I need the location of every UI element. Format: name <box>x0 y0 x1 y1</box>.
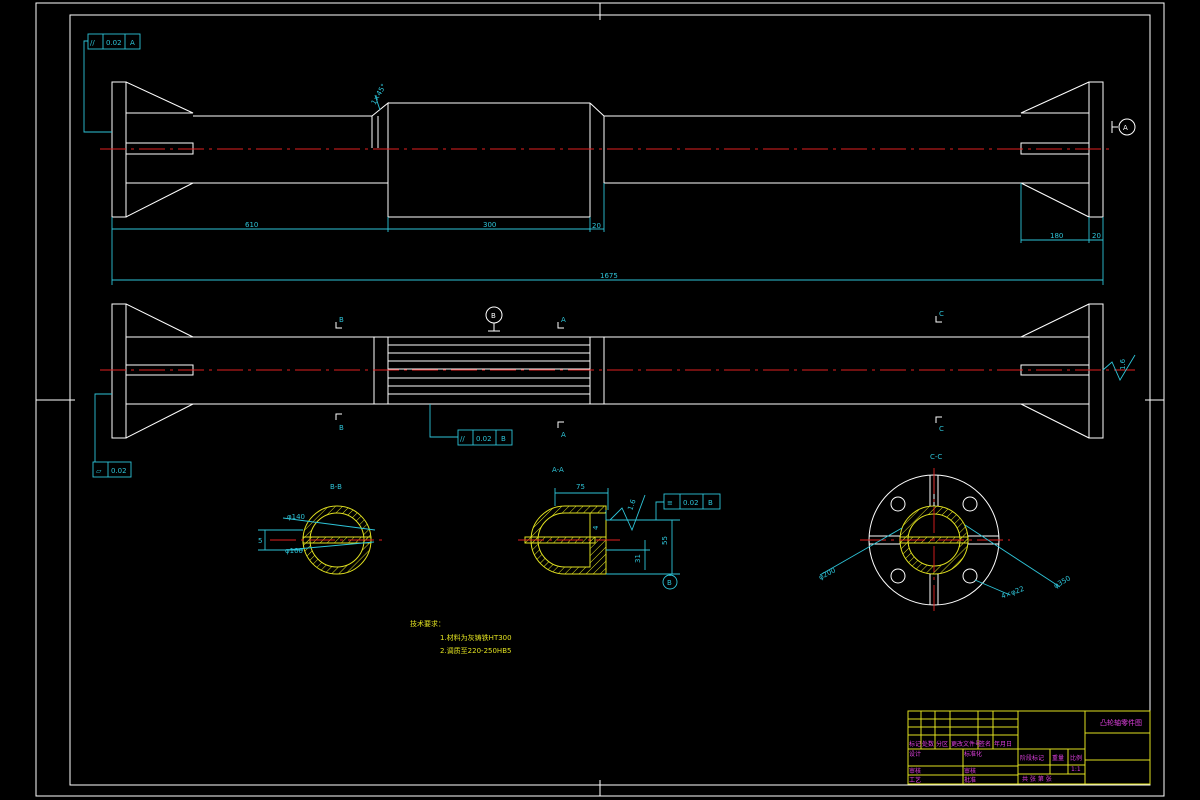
notes-line-2: 2.调质至220-250HB5 <box>440 646 511 655</box>
dim-31: 31 <box>634 554 642 563</box>
roughness-aa-value: 1.6 <box>626 498 638 512</box>
tolerance-datum-4: B <box>708 499 713 507</box>
section-b-bottom-label: B <box>339 424 344 432</box>
dim-phi200: φ200 <box>817 566 837 582</box>
datum-b-label-aa: B <box>667 579 672 587</box>
title-block-scale: 比例 <box>1070 754 1082 762</box>
roughness-right-value: 1.6 <box>1119 358 1127 370</box>
datum-b-label: B <box>491 312 496 320</box>
notes-title: 技术要求： <box>410 619 445 628</box>
dim-5: 5 <box>258 537 262 545</box>
dim-300: 300 <box>483 221 496 229</box>
title-block-zone: 分区 <box>936 740 948 748</box>
dim-20-left: 20 <box>592 222 601 230</box>
tolerance-datum-1: A <box>130 39 135 47</box>
dim-phi350: φ350 <box>1052 574 1072 590</box>
dim-holes: 4×φ22 <box>1000 585 1025 601</box>
datum-b-symbol-aa <box>662 574 678 590</box>
section-cc-view <box>819 468 1061 612</box>
title-block-change-doc: 更改文件号 <box>951 740 981 748</box>
datum-a-label: A <box>1123 124 1128 132</box>
tolerance-value-1: 0.02 <box>106 39 122 47</box>
title-block-scale-value: 1:1 <box>1071 766 1081 773</box>
title-block-check-left: 审核 <box>909 767 921 775</box>
dim-610: 610 <box>245 221 258 229</box>
dim-chamfer: 1×45° <box>370 83 388 107</box>
dim-1675: 1675 <box>600 272 618 280</box>
tolerance-datum-2: B <box>501 435 506 443</box>
shaft-front-view <box>100 81 1110 218</box>
section-c-top-label: C <box>939 310 944 318</box>
title-block-mark: 标记 <box>909 740 921 748</box>
dim-20-right: 20 <box>1092 232 1101 240</box>
dim-phi140: φ140 <box>287 513 305 521</box>
dim-75: 75 <box>576 483 585 491</box>
datum-a-symbol <box>1111 118 1136 136</box>
title-block-approve: 批准 <box>964 776 976 784</box>
section-a-top-label: A <box>561 316 566 324</box>
section-bb-view <box>258 505 385 575</box>
title-block-date: 年月日 <box>994 740 1012 748</box>
title-block-stage: 阶段标记 <box>1020 754 1044 762</box>
tolerance-symbol-4: ≡ <box>667 499 673 507</box>
sheet-border <box>35 2 1165 797</box>
shaft-top-view <box>100 303 1135 439</box>
title-block-standard: 标准化 <box>964 750 982 758</box>
section-cc-title: C-C <box>930 453 942 461</box>
tolerance-value-3: 0.02 <box>111 467 127 475</box>
section-markers <box>335 316 942 428</box>
title-block-sheets: 共 张 第 张 <box>1022 775 1052 783</box>
dim-4: 4 <box>592 525 600 530</box>
section-b-top-label: B <box>339 316 344 324</box>
title-block-check: 审核 <box>964 767 976 775</box>
tolerance-frame-symmetry <box>655 493 721 520</box>
title-block-process: 工艺 <box>909 776 921 784</box>
title-block-signature: 签名 <box>979 740 991 748</box>
tolerance-value-4: 0.02 <box>683 499 699 507</box>
title-block <box>907 710 1151 785</box>
dim-55: 55 <box>661 536 669 545</box>
title-block-weight: 重量 <box>1052 754 1064 762</box>
front-view-dimensions <box>111 94 1104 285</box>
tolerance-frame-parallel-b <box>429 404 513 446</box>
dim-phi100: φ100 <box>285 547 303 555</box>
tolerance-symbol-2: // <box>460 435 465 443</box>
section-a-bottom-label: A <box>561 431 566 439</box>
section-aa-title: A-A <box>552 466 564 474</box>
roughness-symbol-right <box>1102 354 1136 381</box>
section-aa-view <box>518 488 680 575</box>
title-block-part-name: 凸轮轴零件图 <box>1100 718 1142 727</box>
title-block-count: 处数 <box>922 740 934 748</box>
section-bb-title: B-B <box>330 483 342 491</box>
tolerance-value-2: 0.02 <box>476 435 492 443</box>
tolerance-symbol-3: ▱ <box>96 467 102 475</box>
notes-line-1: 1.材料为灰铸铁HT300 <box>440 633 512 642</box>
tolerance-frame-flatness <box>92 393 132 478</box>
tolerance-frame-parallel-a <box>83 33 141 133</box>
datum-b-symbol <box>485 306 503 332</box>
tolerance-symbol-1: // <box>90 39 95 47</box>
dim-180: 180 <box>1050 232 1063 240</box>
title-block-designer: 设计 <box>909 750 921 758</box>
section-c-bottom-label: C <box>939 425 944 433</box>
